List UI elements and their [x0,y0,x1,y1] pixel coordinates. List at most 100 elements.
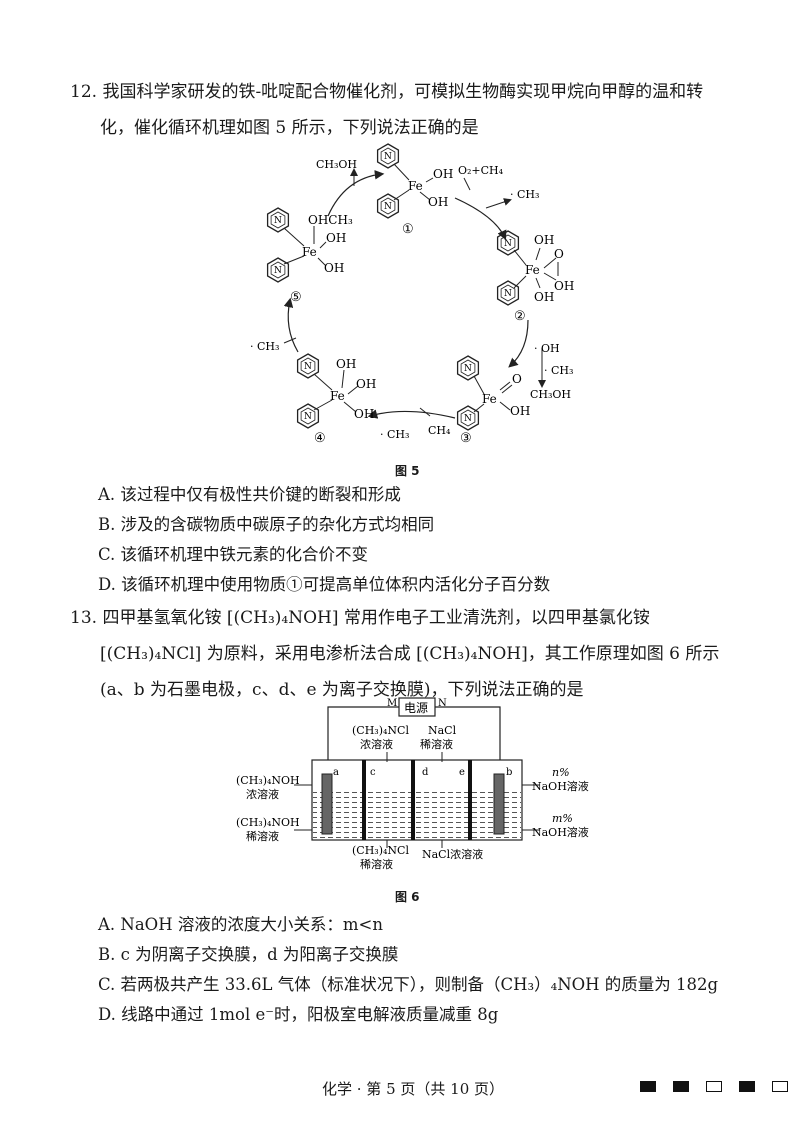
ch3-radical-4: · CH₃ [250,340,279,353]
top-right-solution-1: NaCl [428,724,457,737]
right-top-solution-1: n% [552,766,570,779]
ch3-radical-1: · CH₃ [510,188,539,201]
label-d: d [422,767,429,778]
fe-label: Fe [525,263,540,277]
arrow-3-to-4 [367,409,456,419]
o-label: O [512,372,522,386]
q13-line-1: 13. 四甲基氢氧化铵 [(CH₃)₄NOH] 常用作电子工业清洗剂，以四甲基氯… [70,608,650,628]
pyridine-n: N [464,364,472,374]
q12-option-b[interactable]: B. 涉及的含碳物质中碳原子的杂化方式均相同 [98,515,435,534]
right-bottom-solution-2: NaOH溶液 [532,825,589,839]
bottom-middle-solution-1: (CH₃)₄NCl [352,844,409,857]
oh-label: OH [336,357,356,371]
membrane-c [362,760,366,840]
q13-option-a[interactable]: A. NaOH 溶液的浓度大小关系：m<n [98,915,383,934]
page-number: 化学 · 第 5 页（共 10 页） [322,1080,505,1098]
label-b: b [506,767,512,778]
label-a: a [333,767,339,778]
pyridine-n: N [384,202,392,212]
left-top-solution-2: 浓溶液 [246,787,279,801]
pyridine-n: N [504,289,512,299]
question-13-stem: 13. 四甲基氢氧化铵 [(CH₃)₄NOH] 常用作电子工业清洗剂，以四甲基氯… [70,600,760,708]
fe-label: Fe [302,245,317,259]
complex-label-1: ① [402,222,414,237]
ch3oh-product: CH₃OH [316,158,357,171]
left-top-solution-1: (CH₃)₄NOH [236,774,300,787]
complex-label-3: ③ [460,431,472,446]
right-top-solution-2: NaOH溶液 [532,779,589,793]
membrane-e [468,760,472,840]
oh-label: OH [428,195,448,209]
ch3-radical-2: · CH₃ [544,364,573,377]
oh-label: OH [326,231,346,245]
oh-label: OH [534,233,554,247]
footer-mark-3 [706,1081,722,1092]
o-label: O [554,247,564,261]
pyridine-n: N [384,152,392,162]
pyridine-n: N [304,362,312,372]
oh-label: OH [354,407,374,421]
oh-label: OH [534,290,554,304]
fe-label: Fe [482,392,497,406]
top-left-solution-1: (CH₃)₄NCl [352,724,409,737]
ch4-reactant: CH₄ [428,424,451,437]
complex-1: N N Fe OH OH ① [376,143,453,237]
arrow-2-to-3 [508,319,529,368]
bottom-middle-solution-2: 稀溶液 [360,857,393,870]
o2-ch4-reactant: O₂+CH₄ [458,164,504,177]
q13-option-c[interactable]: C. 若两极共产生 33.6L 气体（标准状况下），则制备（CH₃）₄NOH 的… [98,975,719,994]
complex-label-2: ② [514,309,526,324]
arrow-5-to-1 [327,170,385,217]
pyridine-n: N [274,216,282,226]
q12-line-2: 化，催化循环机理如图 5 所示，下列说法正确的是 [100,118,479,138]
figure-6-caption: 图 6 [395,890,420,904]
footer-mark-4 [739,1081,755,1092]
top-left-solution-2: 浓溶液 [360,737,393,751]
q12-option-c[interactable]: C. 该循环机理中铁元素的化合价不变 [98,545,369,564]
footer-mark-5 [772,1081,788,1092]
power-supply-label: 电源 [404,701,428,715]
label-e: e [459,767,465,778]
ch3oh-side-product: CH₃OH [530,388,571,401]
electrolyte-solution [313,790,521,839]
figure-5-caption: 图 5 [395,464,420,478]
ch3-radical-out-arrow [485,198,512,209]
left-bottom-solution-1: (CH₃)₄NOH [236,816,300,829]
ch3-radical-branch [283,337,297,344]
oh-radical: · OH [534,342,560,355]
q13-option-d[interactable]: D. 线路中通过 1mol e⁻时，阳极室电解液质量减重 8g [98,1005,499,1024]
complex-2: N N Fe OH O OH OH ② [496,230,574,324]
pyridine-n: N [464,414,472,424]
right-bottom-solution-1: m% [552,812,573,825]
wire-to-b [435,706,501,760]
fe-label: Fe [330,389,345,403]
o2-ch4-in-arrow [463,177,471,191]
q13-line-2: [(CH₃)₄NCl] 为原料，采用电渗析法合成 [(CH₃)₄NOH]，其工作… [100,644,720,664]
ch3-radical-3: · CH₃ [380,428,409,441]
electrode-a [321,773,333,835]
bottom-right-solution: NaCl浓溶液 [422,847,483,861]
oh-label: OH [324,261,344,275]
oh-label: OH [554,279,574,293]
figure-6-electrodialysis: 电源 M N a b c d e (CH₃)₄NCl 浓溶液 NaCl 稀溶液 … [236,697,589,870]
q12-option-d[interactable]: D. 该循环机理中使用物质①可提高单位体积内活化分子百分数 [98,575,551,594]
oh-label: OH [510,404,530,418]
complex-label-4: ④ [314,431,326,446]
q13-line-3: (a、b 为石墨电极，c、d、e 为离子交换膜)，下列说法正确的是 [100,680,584,700]
ch4-in-arrow [419,407,431,417]
q13-option-b[interactable]: B. c 为阴离子交换膜，d 为阳离子交换膜 [98,945,399,964]
electrode-b [493,773,505,835]
question-12-stem: 12. 我国科学家研发的铁-吡啶配合物催化剂，可模拟生物酶实现甲烷向甲醇的温和转… [70,74,760,146]
terminal-n: N [438,698,447,709]
pyridine-n: N [304,412,312,422]
label-c: c [370,767,376,778]
top-right-solution-2: 稀溶液 [420,737,453,751]
left-bottom-solution-2: 稀溶液 [246,829,279,843]
footer-mark-1 [640,1081,656,1092]
complex-label-5: ⑤ [290,290,302,305]
pyridine-n: N [504,239,512,249]
q12-option-a[interactable]: A. 该过程中仅有极性共价键的断裂和形成 [98,485,401,504]
footer-mark-2 [673,1081,689,1092]
complex-5: N N Fe OHCH₃ OH OH ⑤ [266,207,353,305]
terminal-m: M [387,698,397,709]
